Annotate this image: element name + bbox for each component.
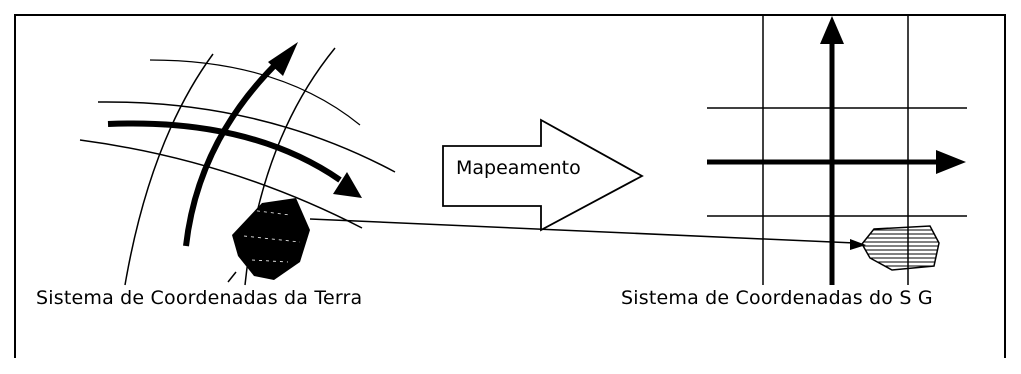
mapping-arrow xyxy=(442,118,644,232)
sig-x-axis-arrowhead xyxy=(936,150,966,174)
sig-hatched-feature xyxy=(861,225,940,271)
diagram-frame xyxy=(14,14,1006,358)
sig-y-axis-arrowhead xyxy=(820,16,844,44)
earth-parallel-arrow xyxy=(107,120,342,183)
earth-parallel-arrowhead xyxy=(333,172,362,198)
earth-parallel-line xyxy=(79,139,363,229)
sig-system-caption: Sistema de Coordenadas do S G xyxy=(621,287,933,309)
earth-coordinate-system xyxy=(79,42,396,286)
mapping-arrow-shape xyxy=(442,118,644,232)
earth-parallel-line xyxy=(149,59,361,126)
earth-land-blob xyxy=(232,198,310,280)
earth-meridian-arrow xyxy=(183,57,283,247)
earth-parallel-line xyxy=(97,101,396,173)
earth-meridian-arrowhead xyxy=(268,42,298,76)
feature-connector xyxy=(309,218,866,250)
sig-coordinate-system xyxy=(707,14,967,285)
earth-meridian-line xyxy=(124,53,214,286)
earth-system-caption: Sistema de Coordenadas da Terra xyxy=(36,287,363,309)
mapping-label: Mapeamento xyxy=(456,157,581,179)
